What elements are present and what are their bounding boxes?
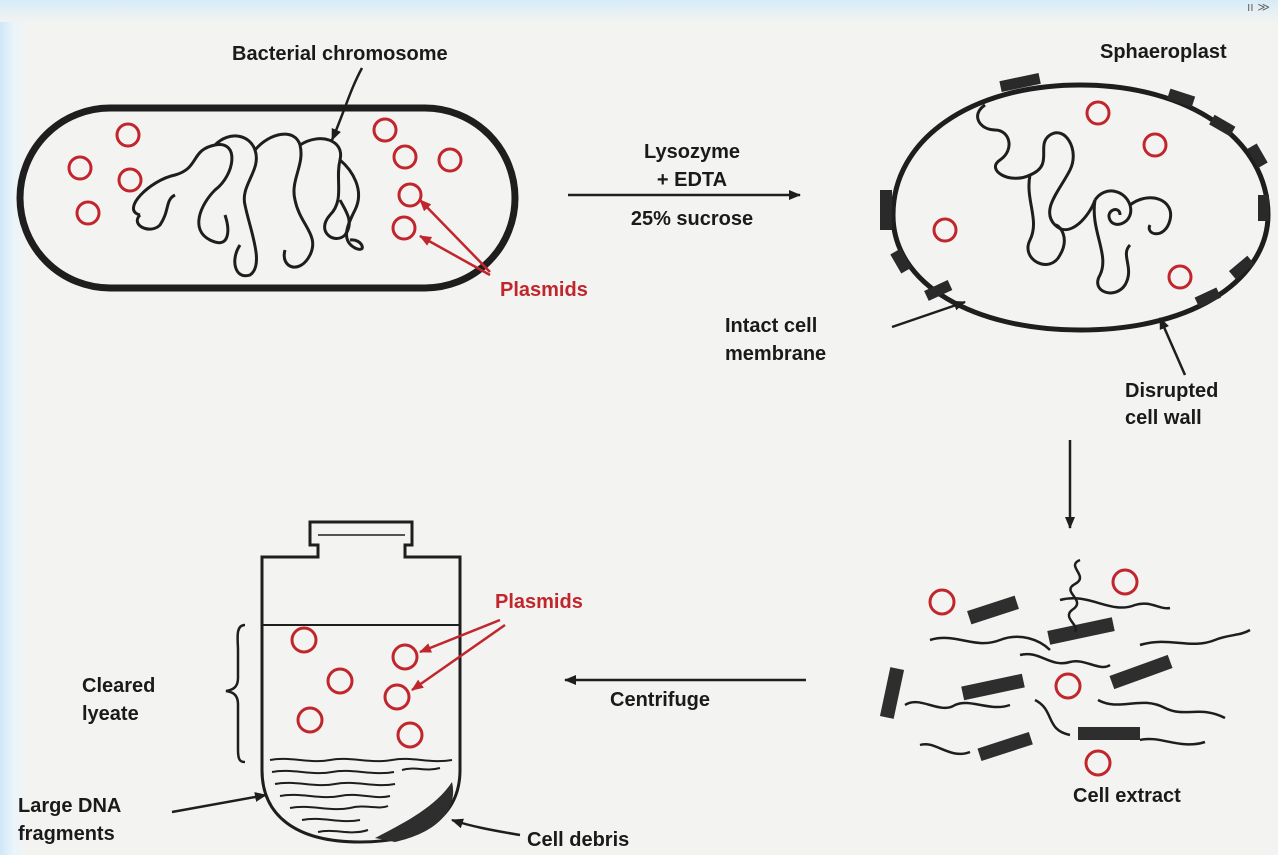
plasmid bbox=[393, 645, 417, 669]
label-sucrose: 25% sucrose bbox=[631, 208, 753, 230]
plasmid bbox=[1144, 134, 1166, 156]
centrifuge-tube bbox=[172, 522, 520, 842]
label-centrifuge: Centrifuge bbox=[610, 689, 710, 711]
cell-extract bbox=[880, 560, 1250, 775]
bacterial-chromosome bbox=[133, 134, 362, 276]
plasmid bbox=[399, 184, 421, 206]
plasmid bbox=[934, 219, 956, 241]
label-lyeate: lyeate bbox=[82, 703, 139, 725]
plasmid bbox=[394, 146, 416, 168]
cell-debris-pellet bbox=[375, 782, 453, 842]
plasmid bbox=[328, 669, 352, 693]
plasmid bbox=[374, 119, 396, 141]
dna-fragments-pointer bbox=[172, 795, 266, 812]
label-cleared: Cleared bbox=[82, 675, 155, 697]
sphaeroplast bbox=[880, 20, 1270, 400]
sphaeroplast-chromosome bbox=[978, 105, 1171, 293]
plasmid bbox=[77, 202, 99, 224]
cell-wall-outline bbox=[20, 108, 515, 288]
plasmid bbox=[1056, 674, 1080, 698]
bacterial-cell bbox=[20, 68, 515, 288]
cell-wall-fragments bbox=[880, 73, 1269, 308]
plasmid bbox=[69, 157, 91, 179]
debris-fragments bbox=[880, 596, 1173, 761]
label-plasmids-top: Plasmids bbox=[500, 279, 588, 301]
plasmid bbox=[1086, 751, 1110, 775]
label-plasmids-tube: Plasmids bbox=[495, 591, 583, 613]
plasmid bbox=[398, 723, 422, 747]
label-sphaeroplast: Sphaeroplast bbox=[1100, 41, 1227, 63]
label-cell-debris: Cell debris bbox=[527, 829, 629, 851]
plasmid bbox=[298, 708, 322, 732]
label-cell-wall: cell wall bbox=[1125, 407, 1202, 429]
label-bacterial-chromosome: Bacterial chromosome bbox=[232, 43, 448, 65]
label-disrupted: Disrupted bbox=[1125, 380, 1218, 402]
cell-debris-pointer bbox=[452, 820, 520, 835]
lysate-bracket bbox=[226, 625, 245, 762]
label-edta: + EDTA bbox=[657, 169, 727, 191]
plasmid bbox=[117, 124, 139, 146]
plasmid-pointer bbox=[420, 200, 490, 272]
chromosome-pointer bbox=[332, 68, 362, 140]
plasmid bbox=[393, 217, 415, 239]
plasmid bbox=[930, 590, 954, 614]
label-intact-cell: Intact cell bbox=[725, 315, 817, 337]
plasmid bbox=[1087, 102, 1109, 124]
dna-fragments bbox=[905, 560, 1250, 754]
plasmid bbox=[292, 628, 316, 652]
plasmid bbox=[385, 685, 409, 709]
plasmid-pointer bbox=[420, 236, 490, 275]
plasmids-group bbox=[69, 119, 461, 239]
label-membrane: membrane bbox=[725, 343, 826, 365]
disrupted-wall-pointer bbox=[1160, 318, 1185, 375]
intact-membrane-pointer bbox=[892, 302, 965, 327]
label-fragments: fragments bbox=[18, 823, 115, 845]
plasmid bbox=[1169, 266, 1191, 288]
plasmid bbox=[1113, 570, 1137, 594]
label-lysozyme: Lysozyme bbox=[644, 141, 740, 163]
plasmid bbox=[439, 149, 461, 171]
tube-outline bbox=[262, 522, 460, 842]
plasmid bbox=[119, 169, 141, 191]
label-cell-extract: Cell extract bbox=[1073, 785, 1181, 807]
label-large-dna: Large DNA bbox=[18, 795, 121, 817]
